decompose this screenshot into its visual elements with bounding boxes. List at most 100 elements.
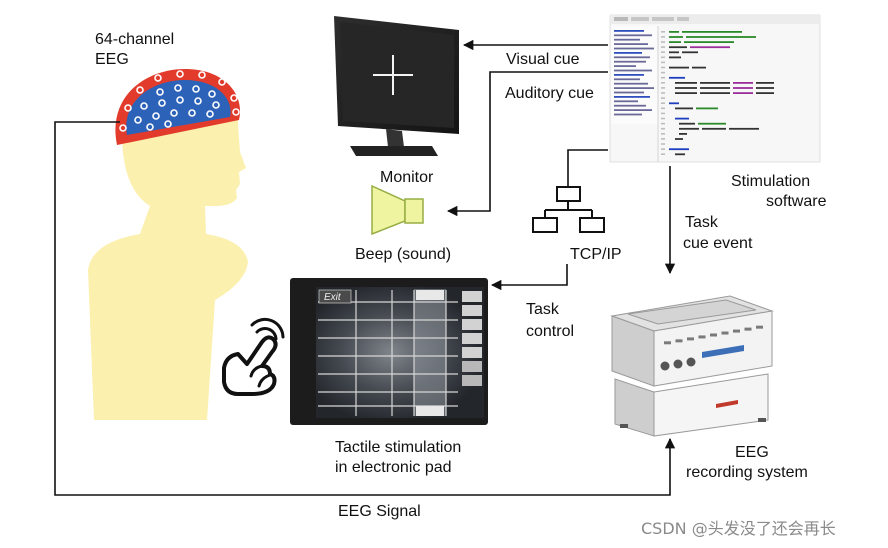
code-token xyxy=(700,82,730,84)
eeg-cap-label-line1: 64-channel xyxy=(95,31,174,48)
tablet-side-button xyxy=(462,347,482,358)
line-number xyxy=(661,31,665,33)
electrode-array xyxy=(119,70,240,132)
line-number xyxy=(661,36,665,38)
network-node-right xyxy=(579,217,605,233)
code-token xyxy=(700,87,730,89)
tablet-side-button xyxy=(462,333,482,344)
speaker-body xyxy=(404,198,424,224)
line-number xyxy=(661,66,665,69)
tcp-ip-label: TCP/IP xyxy=(570,246,622,263)
file-tree-item xyxy=(614,69,652,72)
electrode xyxy=(230,94,238,102)
electrode xyxy=(170,109,178,117)
tablet-button-column xyxy=(462,291,482,386)
electrode xyxy=(206,110,214,118)
amp-lid xyxy=(627,299,757,325)
code-token xyxy=(669,66,689,69)
slider-thumb-top xyxy=(416,290,444,300)
slider-track xyxy=(414,289,446,416)
amp-connector xyxy=(721,331,729,335)
editor-tab xyxy=(677,17,689,21)
line-number xyxy=(661,51,665,53)
line-number xyxy=(661,107,665,110)
line-number xyxy=(661,122,665,125)
task-control-label-line1: Task xyxy=(526,301,560,318)
electrode xyxy=(154,74,162,82)
electrode xyxy=(198,71,206,79)
file-tree-item xyxy=(614,43,648,45)
amp-connector-row xyxy=(664,325,763,345)
file-tree-item xyxy=(614,74,644,76)
line-number xyxy=(661,117,665,120)
electrode xyxy=(176,70,184,78)
file-tree-item xyxy=(614,65,636,67)
electrode xyxy=(194,97,202,105)
code-token xyxy=(669,76,685,79)
line-number xyxy=(661,87,665,89)
line-number xyxy=(661,127,665,130)
tcp-ip-link xyxy=(567,149,608,186)
task-cue-label-line2: cue event xyxy=(683,235,753,252)
code-token xyxy=(686,36,756,38)
code-token xyxy=(733,82,753,84)
code-token xyxy=(669,51,679,54)
eeg-signal-arrow xyxy=(54,121,676,496)
code-token xyxy=(679,127,699,130)
code-token xyxy=(702,127,726,130)
electrode xyxy=(119,124,127,132)
auditory-cue-arrow xyxy=(446,71,608,217)
line-number xyxy=(661,112,665,115)
amp2-front-face xyxy=(653,373,769,437)
subject xyxy=(88,69,248,420)
eeg-system-label-line1: EEG xyxy=(735,444,769,461)
slider-thumb-bottom xyxy=(416,406,444,416)
line-number xyxy=(661,148,665,150)
line-number xyxy=(661,133,665,135)
monitor-neck xyxy=(386,129,404,147)
amp-knob xyxy=(673,359,683,369)
line-number xyxy=(661,153,665,155)
tablet-side-button xyxy=(462,305,482,316)
code-token xyxy=(669,102,679,105)
amp-front-face xyxy=(653,310,773,387)
task-cue-label-line1: Task xyxy=(685,214,719,231)
eeg-signal-label: EEG Signal xyxy=(338,503,421,520)
electrode xyxy=(212,101,220,109)
line-number xyxy=(661,143,665,145)
code-token xyxy=(669,36,683,38)
file-tree-item xyxy=(614,47,654,50)
amp-knob xyxy=(660,361,670,371)
tablet-side-button xyxy=(462,361,482,372)
code-token xyxy=(682,31,742,33)
code-token xyxy=(692,66,706,69)
code-token xyxy=(684,41,734,43)
eeg-cap-label-line2: EEG xyxy=(95,51,129,68)
network-node-top xyxy=(556,186,581,202)
amp-connector xyxy=(756,325,763,329)
electrode xyxy=(174,84,182,92)
file-tree-item xyxy=(614,91,644,94)
line-number xyxy=(661,41,665,43)
tablet-side-button xyxy=(462,375,482,386)
speaker-icon xyxy=(371,184,424,236)
amp-connector xyxy=(664,341,671,345)
code-token xyxy=(700,92,730,94)
tactile-label-line1: Tactile stimulation xyxy=(335,439,461,456)
electrode xyxy=(136,86,144,94)
amp-connector xyxy=(675,339,683,343)
electrode xyxy=(152,112,160,120)
file-tree-item xyxy=(614,78,640,81)
electrode xyxy=(124,104,132,112)
code-token xyxy=(669,41,681,43)
line-number xyxy=(661,56,665,59)
electrode xyxy=(218,78,226,86)
code-token xyxy=(675,87,697,89)
file-tree-item xyxy=(614,30,644,32)
electrode xyxy=(140,102,148,110)
electrode xyxy=(158,99,166,107)
amp-foot xyxy=(620,424,628,428)
file-tree-item xyxy=(614,96,650,98)
code-token xyxy=(675,92,697,94)
